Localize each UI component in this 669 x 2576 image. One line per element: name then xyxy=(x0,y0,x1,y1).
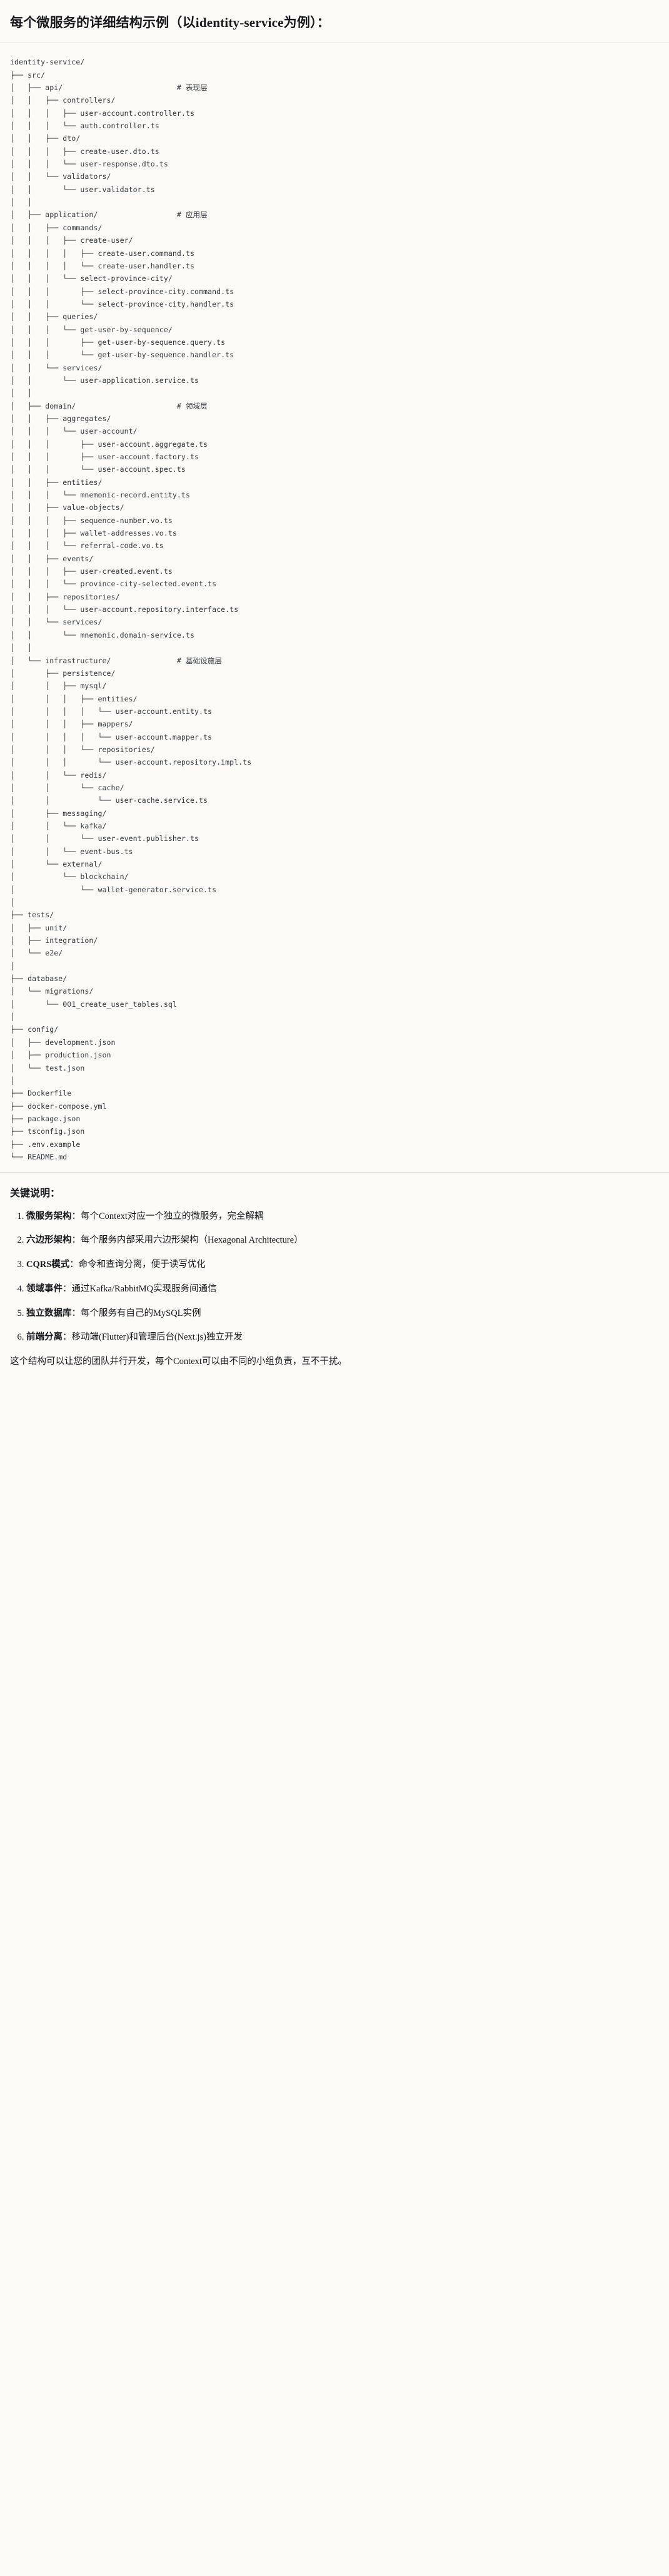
key-term: 独立数据库 xyxy=(26,1308,72,1318)
key-description: 通过Kafka/RabbitMQ实现服务间通信 xyxy=(71,1283,217,1294)
key-separator: ： xyxy=(71,1308,81,1318)
list-item: 微服务架构：每个Context对应一个独立的微服务，完全解耦 xyxy=(26,1210,659,1224)
list-item: 前端分离：移动端(Flutter)和管理后台(Next.js)独立开发 xyxy=(26,1331,659,1345)
page-title: 每个微服务的详细结构示例（以identity-service为例）： xyxy=(10,15,330,30)
key-term: 前端分离 xyxy=(26,1332,63,1343)
closing-paragraph: 这个结构可以让您的团队并行开发，每个Context可以由不同的小组负责，互不干扰… xyxy=(10,1357,347,1367)
page-root: 每个微服务的详细结构示例（以identity-service为例）： ident… xyxy=(0,0,669,1378)
key-description: 命令和查询分离，便于读写优化 xyxy=(78,1260,206,1270)
list-item: 六边形架构：每个服务内部采用六边形架构（Hexagonal Architectu… xyxy=(26,1234,659,1248)
directory-tree-block: identity-service/ ├── src/ │ ├── api/ # … xyxy=(0,43,669,1173)
key-description: 每个服务内部采用六边形架构（Hexagonal Architecture） xyxy=(81,1235,303,1246)
key-term: 微服务架构 xyxy=(26,1211,72,1221)
key-separator: ： xyxy=(71,1211,81,1221)
key-separator: ： xyxy=(71,1235,81,1246)
key-term: CQRS模式 xyxy=(26,1260,70,1270)
key-points-heading: 关键说明： xyxy=(10,1188,61,1199)
title-block: 每个微服务的详细结构示例（以identity-service为例）： xyxy=(0,0,669,44)
key-separator: ： xyxy=(69,1260,79,1270)
key-separator: ： xyxy=(63,1283,72,1294)
key-term: 六边形架构 xyxy=(26,1235,72,1246)
list-item: 独立数据库：每个服务有自己的MySQL实例 xyxy=(26,1307,659,1321)
directory-tree: identity-service/ ├── src/ │ ├── api/ # … xyxy=(10,58,252,1161)
list-item: 领域事件：通过Kafka/RabbitMQ实现服务间通信 xyxy=(26,1283,659,1296)
key-points-block: 关键说明： 微服务架构：每个Context对应一个独立的微服务，完全解耦 六边形… xyxy=(0,1173,669,1378)
section-divider xyxy=(0,1172,669,1173)
key-description: 每个服务有自己的MySQL实例 xyxy=(81,1308,201,1318)
key-term: 领域事件 xyxy=(26,1283,63,1294)
key-description: 移动端(Flutter)和管理后台(Next.js)独立开发 xyxy=(71,1332,243,1343)
list-item: CQRS模式：命令和查询分离，便于读写优化 xyxy=(26,1258,659,1272)
key-separator: ： xyxy=(63,1332,72,1343)
key-points-list: 微服务架构：每个Context对应一个独立的微服务，完全解耦 六边形架构：每个服… xyxy=(10,1210,659,1345)
key-description: 每个Context对应一个独立的微服务，完全解耦 xyxy=(81,1211,264,1221)
